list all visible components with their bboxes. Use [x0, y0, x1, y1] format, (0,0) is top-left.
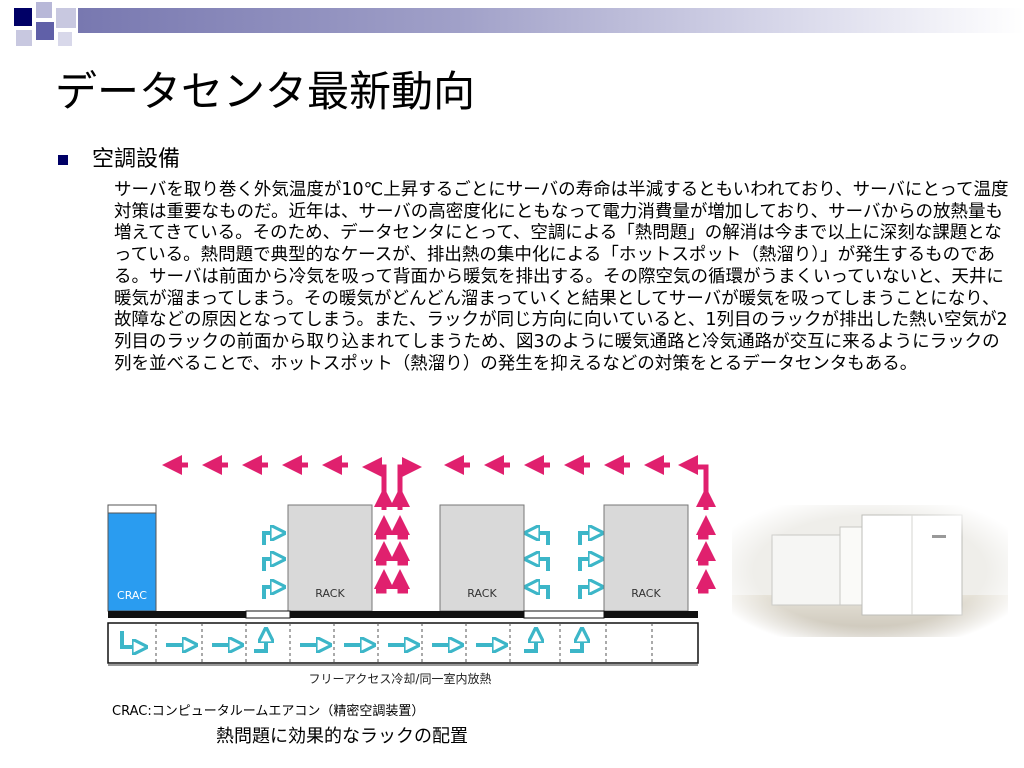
header-square-light [36, 2, 52, 18]
rack-2 [439, 504, 525, 612]
rack-3 [603, 504, 689, 612]
header-square-medium [36, 22, 54, 40]
rack-3-label: RACK [631, 587, 661, 600]
bullet-heading: 空調設備 [92, 147, 181, 172]
header-gradient-bar [78, 8, 1024, 33]
floor-vent-2 [523, 610, 605, 619]
plenum-dividers [155, 623, 653, 663]
header-square-light-2 [56, 8, 76, 28]
hot-rising-arrows [374, 487, 716, 594]
floor-vent-1 [245, 610, 291, 619]
floor-label: フリーアクセス冷却/同一室内放熱 [309, 671, 492, 686]
cold-intake-arrows [262, 533, 596, 599]
crac-unit-top [107, 504, 157, 514]
server-room-photo [732, 505, 1008, 637]
header-square-light-3 [16, 30, 32, 46]
header-square-dark [14, 8, 32, 26]
rack-2-label: RACK [467, 587, 497, 600]
crac-label: CRAC [117, 589, 147, 602]
slide-title: データセンタ最新動向 [55, 67, 476, 116]
underfloor-cold-arrows [120, 631, 582, 651]
figure-caption: 熱問題に効果的なラックの配置 [216, 726, 468, 747]
crac-unit [107, 512, 157, 612]
rack-airflow-diagram: CRAC RACK RACK RACK フリーアクセス冷却/同一 [107, 455, 716, 686]
bullet-square-icon [58, 155, 68, 165]
header-square-light-4 [58, 32, 72, 46]
figure-legend: CRAC:コンピュータルームエアコン（精密空調装置） [112, 704, 425, 719]
photo-vignette [732, 505, 1008, 637]
body-paragraph: サーバを取り巻く外気温度が10℃上昇するごとにサーバの寿命は半減するともいわれて… [114, 180, 1009, 374]
raised-floor-deck [108, 611, 698, 618]
hot-corner-arrows [362, 457, 709, 495]
rack-1-label: RACK [315, 587, 345, 600]
rack-1 [287, 504, 373, 612]
